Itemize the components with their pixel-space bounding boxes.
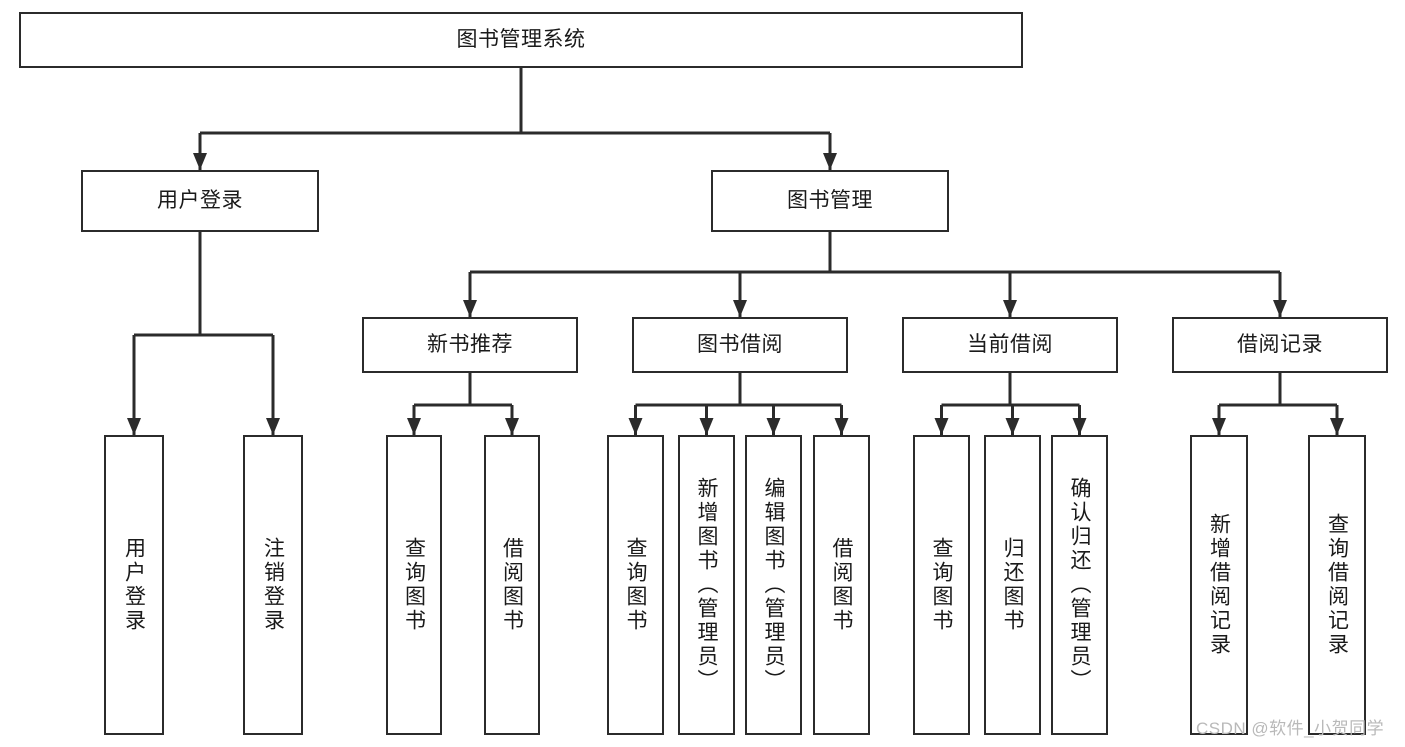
node-label: 图书管理 [787, 189, 873, 213]
watermark: CSDN @软件_小贺同学 [1196, 719, 1385, 738]
node-label: 新增图书（管理员） [695, 477, 718, 693]
arrowhead-icon [1005, 418, 1020, 435]
node-label: 查询图书 [624, 537, 647, 633]
arrowhead-icon [1273, 300, 1287, 317]
arrowhead-icon [1212, 418, 1226, 435]
node-label: 图书管理系统 [456, 28, 586, 52]
node-label: 新增借阅记录 [1207, 513, 1231, 657]
node-label: 编辑图书（管理员） [762, 477, 785, 693]
node-label: 查询图书 [930, 537, 953, 633]
arrowhead-icon [823, 153, 837, 170]
node-label: 借阅图书 [500, 537, 524, 633]
arrowhead-icon [934, 418, 949, 435]
node-leaf-rec-add[interactable]: 新增借阅记录 [1190, 435, 1248, 735]
node-leaf-rec-borrow[interactable]: 借阅图书 [484, 435, 540, 735]
arrowhead-icon [628, 418, 643, 435]
node-label: 注销登录 [261, 537, 285, 633]
node-leaf-borrow-edit[interactable]: 编辑图书（管理员） [745, 435, 802, 735]
arrowhead-icon [407, 418, 421, 435]
node-leaf-user-login[interactable]: 用户登录 [104, 435, 164, 735]
node-leaf-cur-query[interactable]: 查询图书 [913, 435, 970, 735]
arrowhead-icon [1072, 418, 1087, 435]
node-label: 归还图书 [1001, 537, 1024, 633]
node-leaf-rec-query-rec[interactable]: 查询借阅记录 [1308, 435, 1366, 735]
node-label: 借阅记录 [1237, 333, 1323, 357]
node-leaf-borrow-query[interactable]: 查询图书 [607, 435, 664, 735]
node-leaf-borrow-add[interactable]: 新增图书（管理员） [678, 435, 735, 735]
node-user-login[interactable]: 用户登录 [81, 170, 319, 232]
node-root[interactable]: 图书管理系统 [19, 12, 1023, 68]
node-label: 确认归还（管理员） [1068, 477, 1091, 693]
arrowhead-icon [834, 418, 849, 435]
node-label: 查询借阅记录 [1325, 513, 1349, 657]
arrowhead-icon [463, 300, 477, 317]
arrowhead-icon [1330, 418, 1344, 435]
node-label: 用户登录 [157, 189, 243, 213]
node-borrow-record[interactable]: 借阅记录 [1172, 317, 1388, 373]
node-label: 借阅图书 [830, 537, 853, 633]
node-book-borrow[interactable]: 图书借阅 [632, 317, 848, 373]
node-leaf-borrow-lend[interactable]: 借阅图书 [813, 435, 870, 735]
arrowhead-icon [766, 418, 781, 435]
arrowhead-icon [505, 418, 519, 435]
arrowhead-icon [733, 300, 747, 317]
node-leaf-cur-return[interactable]: 归还图书 [984, 435, 1041, 735]
arrowhead-icon [193, 153, 207, 170]
node-new-book-rec[interactable]: 新书推荐 [362, 317, 578, 373]
node-label: 图书借阅 [697, 333, 783, 357]
node-leaf-cur-confirm[interactable]: 确认归还（管理员） [1051, 435, 1108, 735]
node-current-borrow[interactable]: 当前借阅 [902, 317, 1118, 373]
node-label: 用户登录 [122, 537, 146, 633]
arrowhead-icon [1003, 300, 1017, 317]
arrowhead-icon [699, 418, 714, 435]
arrowhead-icon [266, 418, 280, 435]
node-label: 新书推荐 [427, 333, 513, 357]
node-leaf-rec-query[interactable]: 查询图书 [386, 435, 442, 735]
arrowhead-icon [127, 418, 141, 435]
node-label: 查询图书 [402, 537, 426, 633]
node-label: 当前借阅 [967, 333, 1053, 357]
node-leaf-user-logout[interactable]: 注销登录 [243, 435, 303, 735]
node-book-manage[interactable]: 图书管理 [711, 170, 949, 232]
